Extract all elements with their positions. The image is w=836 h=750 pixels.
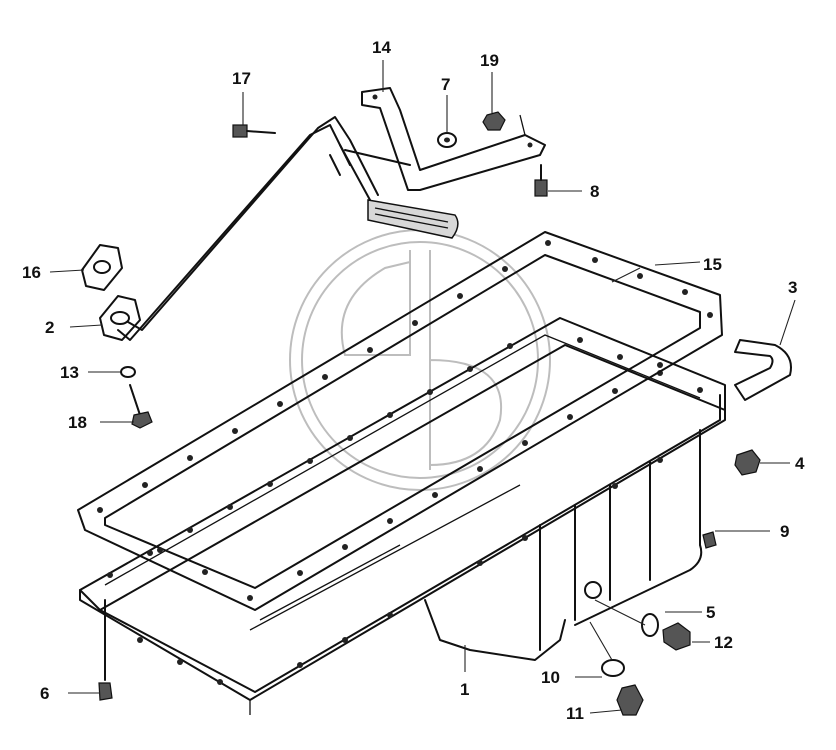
nut-19: [482, 111, 506, 131]
oil-pan: [79, 317, 726, 715]
callout-14: 14: [372, 38, 391, 57]
callout-1: 1: [460, 680, 469, 699]
drain-plug-12: [662, 622, 691, 651]
callout-17: 17: [232, 69, 251, 88]
bolt-8: [534, 164, 548, 197]
drain-plug-11: [616, 684, 644, 716]
bolt-6: [98, 599, 113, 701]
callout-4: 4: [795, 454, 805, 473]
callout-leaders: [49, 60, 796, 714]
washer-7: [437, 132, 457, 148]
callout-16: 16: [22, 263, 41, 282]
callout-10: 10: [541, 668, 560, 687]
washer-13: [120, 366, 136, 378]
oil-pan-gasket: [77, 231, 723, 611]
hose-3: [734, 339, 792, 401]
flange-gasket: [81, 244, 123, 291]
callout-8: 8: [590, 182, 599, 201]
callout-18: 18: [68, 413, 87, 432]
pipe-flange: [99, 295, 141, 341]
bolt-17: [232, 124, 276, 138]
support-bracket: [361, 87, 546, 191]
washer-10: [601, 659, 625, 677]
oil-suction-pipe: [117, 116, 459, 341]
callout-13: 13: [60, 363, 79, 382]
callout-7: 7: [441, 75, 450, 94]
callout-2: 2: [45, 318, 54, 337]
gasket-bolt-holes: [97, 240, 713, 601]
callout-19: 19: [480, 51, 499, 70]
callout-6: 6: [40, 684, 49, 703]
pan-flange-holes: [107, 337, 703, 685]
callout-5: 5: [706, 603, 715, 622]
washer-5: [641, 613, 659, 637]
callout-labels: 1 2 3 4 5 6 7 8 9 10 11 12 13 14 15 16 1…: [22, 38, 805, 723]
callout-9: 9: [780, 522, 789, 541]
bolt-9: [702, 531, 717, 549]
callout-12: 12: [714, 633, 733, 652]
callout-15: 15: [703, 255, 722, 274]
callout-3: 3: [788, 278, 797, 297]
plug-4: [734, 449, 761, 476]
callout-11: 11: [566, 704, 584, 723]
